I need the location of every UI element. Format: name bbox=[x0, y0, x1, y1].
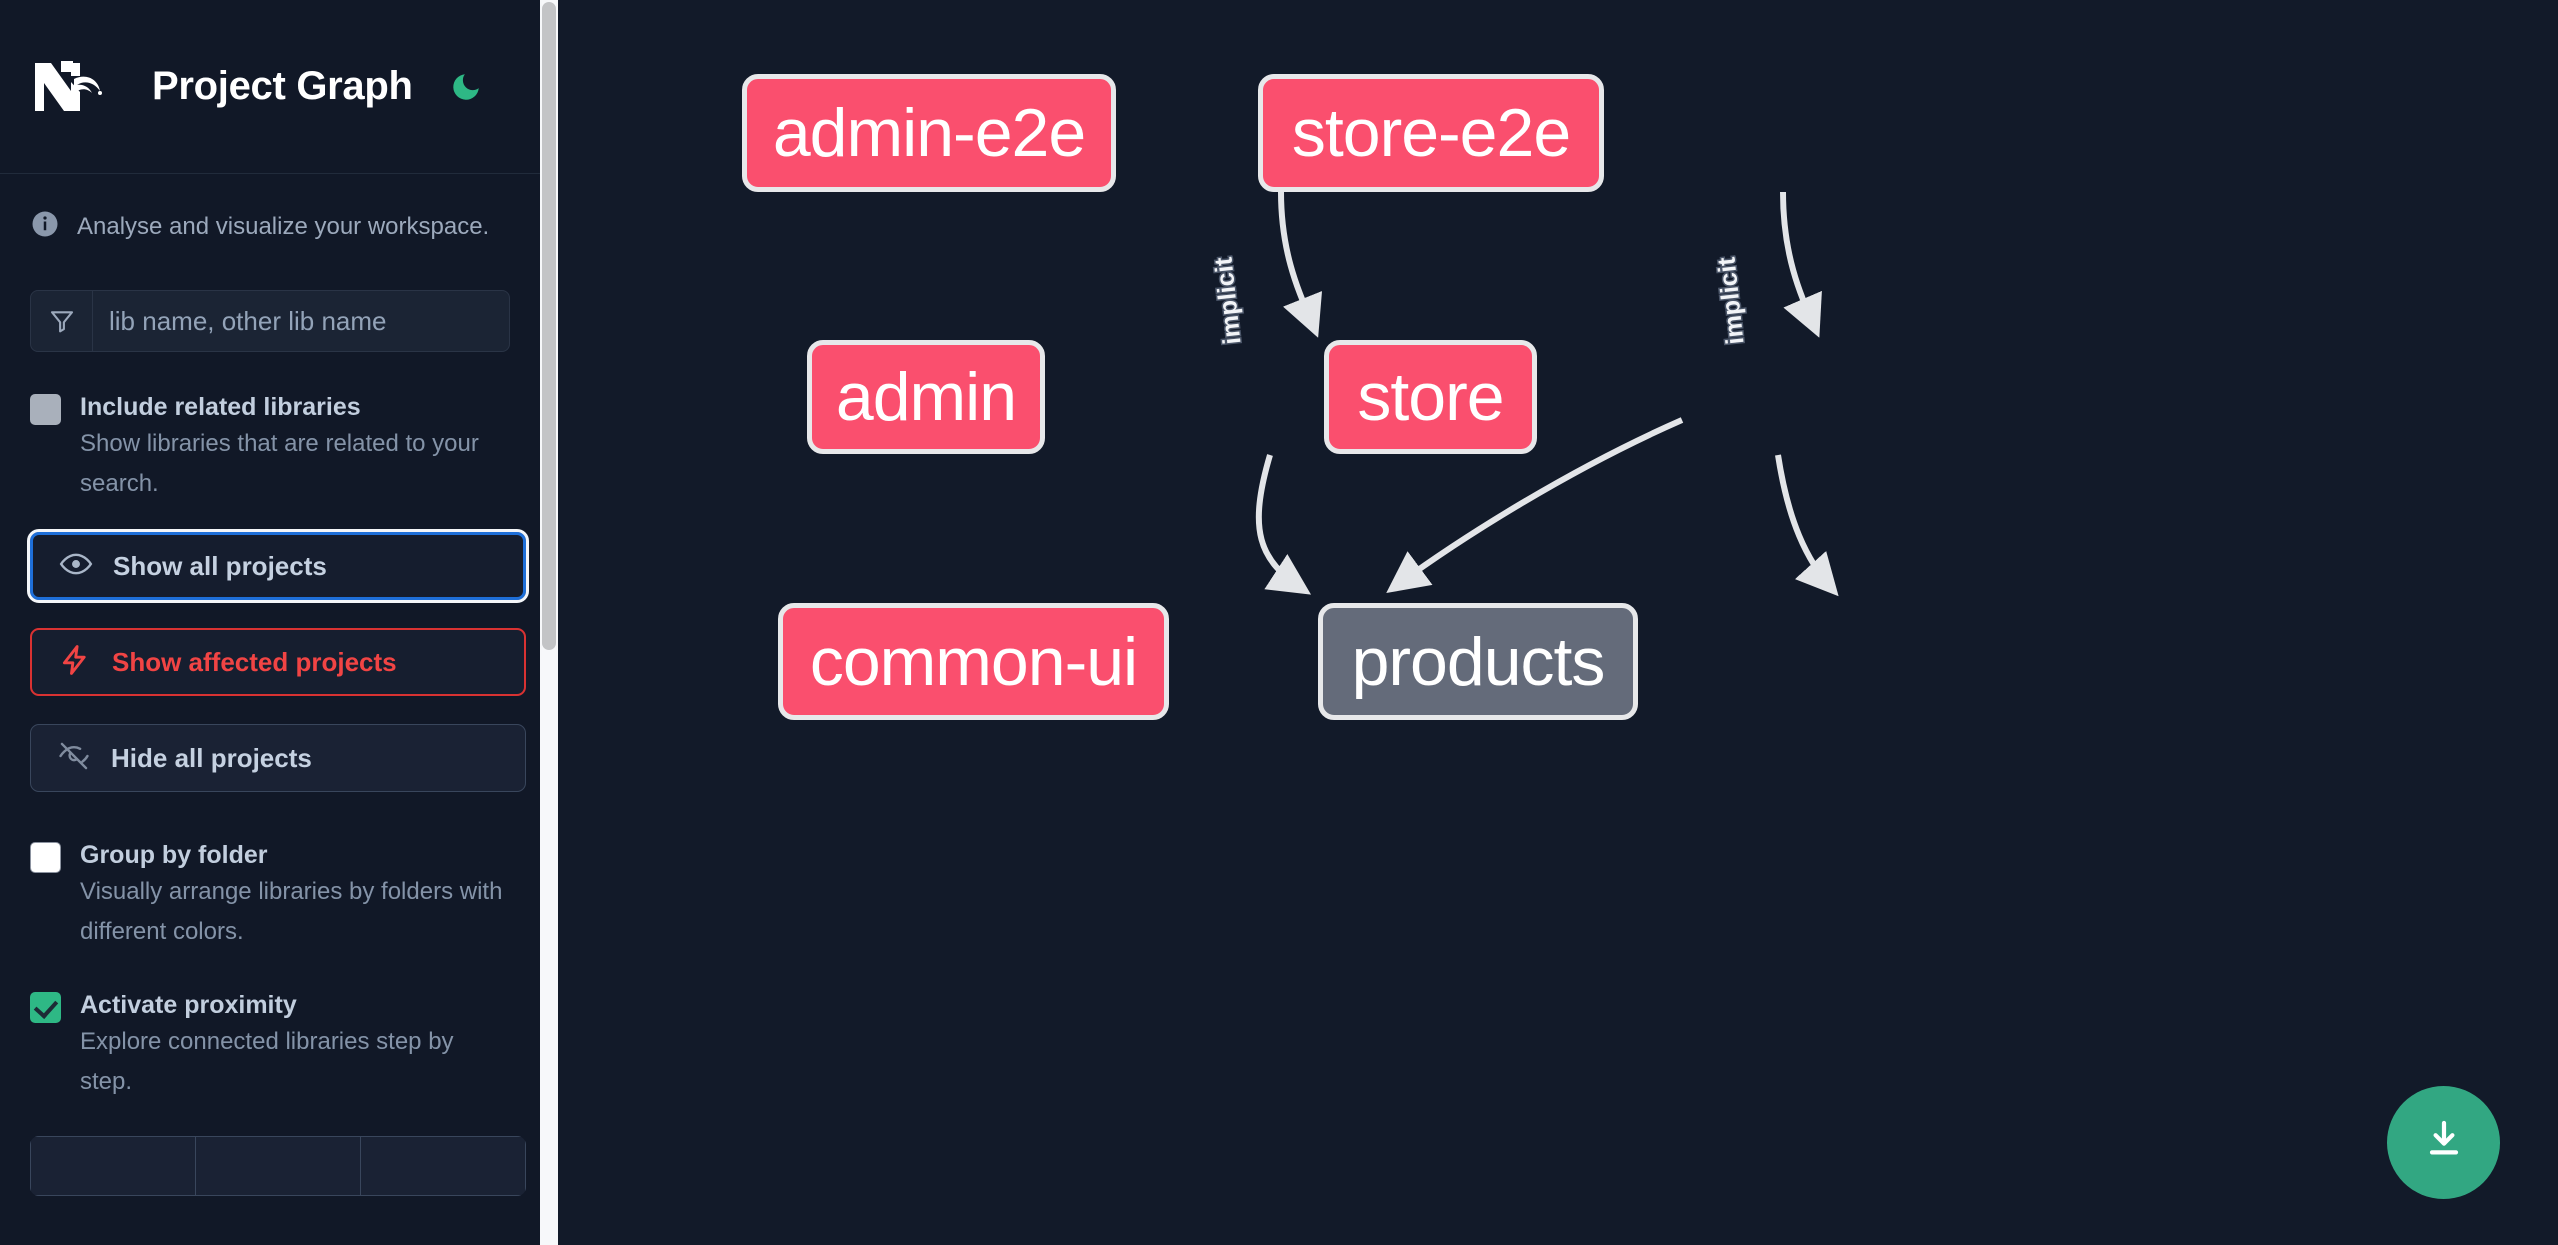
hide-all-projects-button[interactable]: Hide all projects bbox=[30, 724, 526, 792]
show-affected-projects-button[interactable]: Show affected projects bbox=[30, 628, 526, 696]
proximity-step-segment-3[interactable] bbox=[360, 1136, 526, 1196]
eye-icon bbox=[59, 547, 93, 586]
checkbox-activate-proximity-box[interactable] bbox=[30, 992, 61, 1023]
sidebar-scrollbar-thumb[interactable] bbox=[542, 2, 556, 650]
lightning-icon bbox=[58, 643, 92, 682]
edge-label-implicit-store: implicit bbox=[1712, 255, 1749, 346]
sidebar-content: Project Graph Analyse and visualize your… bbox=[0, 0, 540, 1245]
graph-node-common-ui-label: common-ui bbox=[809, 623, 1138, 700]
graph-node-store-label: store bbox=[1357, 359, 1504, 435]
eye-off-icon bbox=[57, 739, 91, 778]
graph-node-store-e2e[interactable]: store-e2e bbox=[1258, 74, 1604, 192]
graph-node-admin-label: admin bbox=[835, 359, 1017, 435]
proximity-step-segment-2[interactable] bbox=[195, 1136, 360, 1196]
sidebar-controls: Include related libraries Show libraries… bbox=[0, 290, 540, 1196]
workspace-note-text: Analyse and visualize your workspace. bbox=[77, 212, 490, 240]
show-affected-projects-label: Show affected projects bbox=[112, 646, 397, 677]
checkbox-activate-proximity[interactable]: Activate proximity Explore connected lib… bbox=[30, 988, 510, 1102]
show-all-projects-button[interactable]: Show all projects bbox=[27, 529, 529, 603]
checkbox-group-by-folder[interactable]: Group by folder Visually arrange librari… bbox=[30, 838, 510, 952]
checkbox-group-by-folder-desc: Visually arrange libraries by folders wi… bbox=[80, 878, 503, 945]
edge-store-e2e-to-store bbox=[1780, 191, 1822, 338]
graph-node-products[interactable]: products bbox=[1318, 603, 1638, 720]
download-icon bbox=[2420, 1116, 2468, 1169]
edge-admin-e2e-to-admin bbox=[1278, 191, 1323, 338]
graph-node-common-ui[interactable]: common-ui bbox=[778, 603, 1169, 720]
info-icon bbox=[30, 209, 60, 244]
edge-admin-to-common-ui bbox=[1255, 454, 1312, 595]
graph-node-products-label: products bbox=[1351, 623, 1606, 700]
checkbox-include-related-libraries[interactable]: Include related libraries Show libraries… bbox=[30, 390, 510, 504]
graph-node-store[interactable]: store bbox=[1324, 340, 1537, 454]
graph-node-store-e2e-label: store-e2e bbox=[1291, 95, 1571, 171]
download-graph-button[interactable] bbox=[2387, 1086, 2500, 1199]
nx-logo bbox=[30, 57, 124, 117]
checkbox-activate-proximity-desc: Explore connected libraries step by step… bbox=[80, 1028, 454, 1095]
sidebar-scrollbar[interactable] bbox=[540, 0, 558, 1245]
edge-store-to-common-ui bbox=[1386, 417, 1684, 593]
moon-icon[interactable] bbox=[445, 66, 487, 108]
search-input[interactable] bbox=[93, 291, 509, 351]
graph-node-admin-e2e-label: admin-e2e bbox=[772, 95, 1086, 171]
graph-node-admin[interactable]: admin bbox=[807, 340, 1045, 454]
checkbox-include-related-libraries-desc: Show libraries that are related to your … bbox=[80, 430, 479, 497]
sidebar: Project Graph Analyse and visualize your… bbox=[0, 0, 558, 1245]
checkbox-activate-proximity-label: Activate proximity bbox=[80, 991, 297, 1019]
graph-node-admin-e2e[interactable]: admin-e2e bbox=[742, 74, 1116, 192]
proximity-step-segmented-control[interactable] bbox=[30, 1136, 526, 1196]
checkbox-include-related-libraries-label: Include related libraries bbox=[80, 393, 361, 421]
show-all-projects-label: Show all projects bbox=[113, 550, 327, 581]
checkbox-group-by-folder-label: Group by folder bbox=[80, 841, 268, 869]
page-title: Project Graph bbox=[152, 64, 413, 108]
edge-store-to-products bbox=[1775, 454, 1839, 597]
checkbox-group-by-folder-box[interactable] bbox=[30, 842, 61, 873]
filter-search-box[interactable] bbox=[30, 290, 510, 352]
checkbox-include-related-libraries-box[interactable] bbox=[30, 394, 61, 425]
funnel-icon bbox=[31, 291, 93, 351]
proximity-step-segment-1[interactable] bbox=[30, 1136, 195, 1196]
graph-canvas[interactable]: implicit implicit admin-e2e store-e2e ad… bbox=[558, 0, 2558, 1245]
workspace-note: Analyse and visualize your workspace. bbox=[0, 174, 540, 244]
edge-label-implicit-admin: implicit bbox=[1209, 255, 1246, 346]
graph-edges: implicit implicit bbox=[1208, 191, 1839, 597]
hide-all-projects-label: Hide all projects bbox=[111, 742, 312, 773]
sidebar-header: Project Graph bbox=[0, 0, 540, 174]
